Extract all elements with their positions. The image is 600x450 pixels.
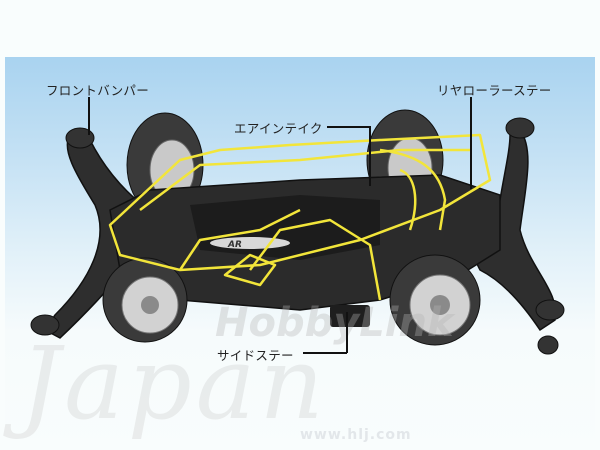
label-front-bumper: フロントバンパー (46, 83, 150, 98)
leader-front-bumper (88, 97, 90, 135)
leader-side-stay-h (303, 352, 347, 354)
label-air-intake: エアインテイク (234, 121, 323, 136)
label-rear-roller-stay: リヤローラーステー (437, 83, 552, 98)
label-side-stay: サイドステー (217, 348, 294, 363)
leader-side-stay-v (346, 312, 348, 353)
leader-air-intake-v (369, 126, 371, 186)
leader-rear-roller-stay (470, 97, 472, 189)
chassis-logo: AR (227, 240, 242, 250)
leader-air-intake-h (327, 126, 370, 128)
